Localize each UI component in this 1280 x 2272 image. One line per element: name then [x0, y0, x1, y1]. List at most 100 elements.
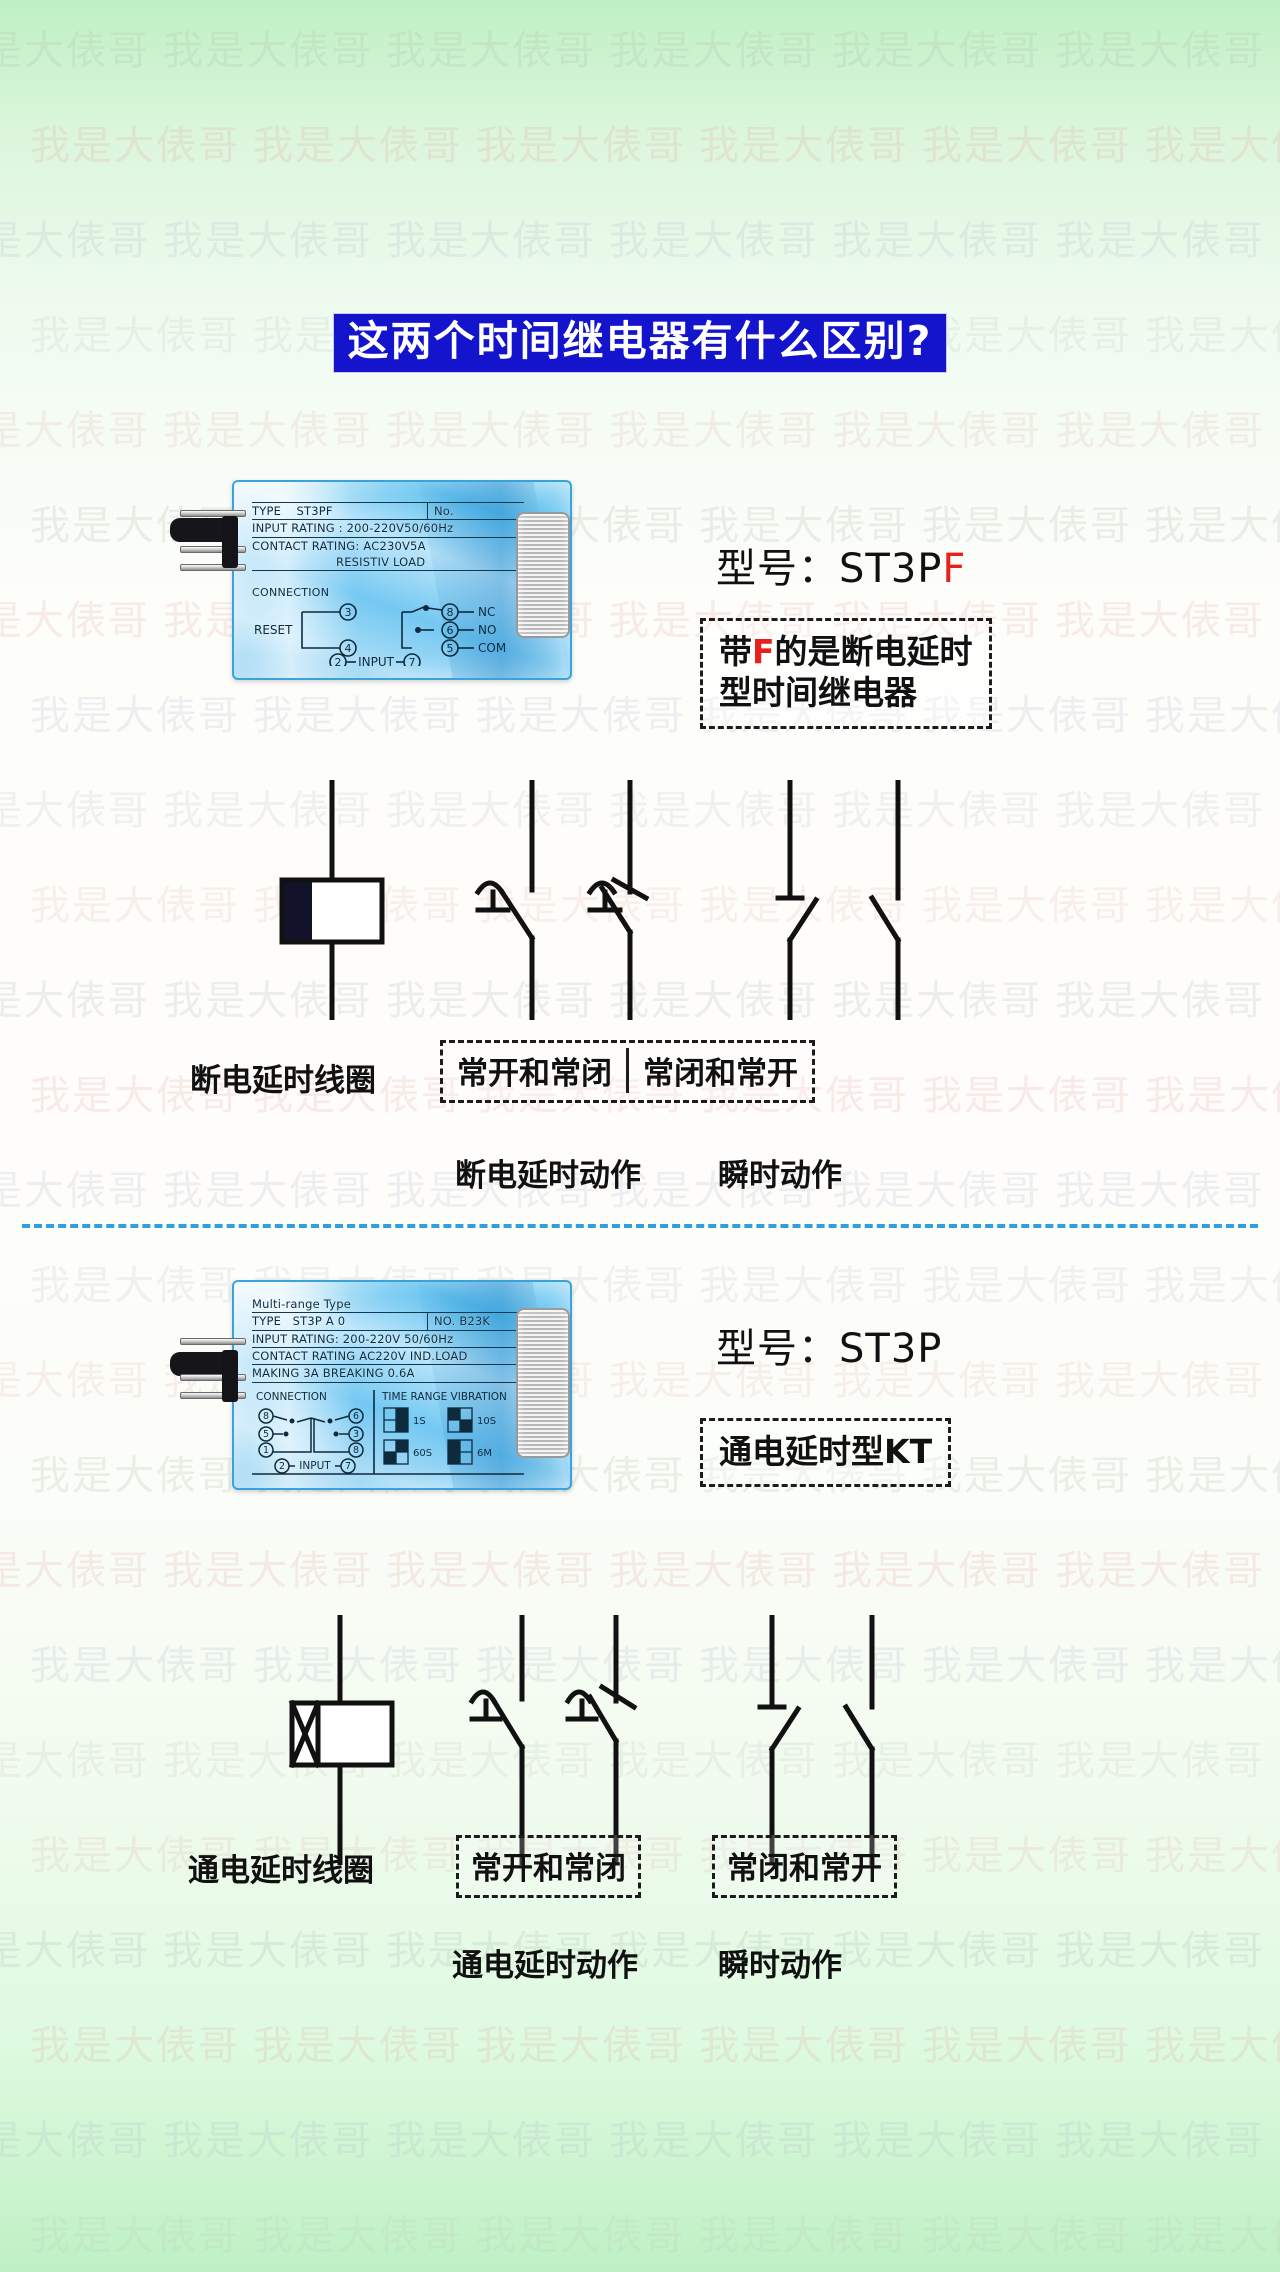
watermark-text: 我是大俵哥 [386, 28, 596, 74]
watermark-text: 我是大俵哥 [0, 598, 150, 644]
page-title-text: 这两个时间继电器有什么区别? [332, 313, 948, 374]
watermark-text: 我是大俵哥 [1055, 1738, 1265, 1784]
relay-pin-black [170, 1352, 228, 1376]
connection-schematic-svg: 3 4 8 6 5 NC NO COM RESET [254, 603, 506, 666]
action-caption-delayed-off: 断电延时动作 [455, 1158, 641, 1194]
nameplate-type-row: TYPE ST3P A 0 NO. B23K [252, 1313, 524, 1331]
nameplate-making-breaking: MAKING 3A BREAKING 0.6A [252, 1365, 524, 1383]
watermark-text: 我是大俵哥 [1055, 1168, 1265, 1214]
watermark-text: 我是大俵哥 [1055, 598, 1265, 644]
watermark-text: 我是大俵哥 [832, 2118, 1042, 2164]
relay-nameplate: TYPE ST3PF No. INPUT RATING : 200-220V50… [252, 502, 524, 572]
watermark-text: 我是大俵哥 [1145, 1073, 1280, 1119]
nc-label: NC [478, 605, 495, 619]
terminal-3-label: 3 [345, 606, 352, 619]
watermark-text: 我是大俵哥 [30, 2213, 240, 2259]
terminal-3-label-2: 3 [353, 1429, 359, 1440]
contact-caption-box-off-delay: 常开和常闭 常闭和常开 [440, 1040, 815, 1103]
watermark-text: 我是大俵哥 [0, 1358, 150, 1404]
watermark-text: 我是大俵哥 [1145, 1833, 1280, 1879]
nameplate-load: RESISTIV LOAD [252, 554, 524, 572]
watermark-text: 我是大俵哥 [1145, 123, 1280, 169]
time-range-label-1s: 1S [413, 1416, 426, 1427]
coil-caption-on-delay: 通电延时线圈 [188, 1853, 374, 1889]
relay-connection-diagram: CONNECTION [252, 586, 524, 666]
nameplate-serial-label: No. [434, 504, 454, 518]
watermark-text: 我是大俵哥 [1145, 2023, 1280, 2069]
watermark-text: 我是大俵哥 [922, 1453, 1132, 1499]
terminal-5-label: 5 [447, 642, 454, 655]
terminal-8-label: 8 [447, 606, 454, 619]
watermark-text: 我是大俵哥 [0, 218, 150, 264]
watermark-text: 我是大俵哥 [1145, 883, 1280, 929]
watermark-text: 我是大俵哥 [163, 1928, 373, 1974]
relay-side-block [222, 1350, 238, 1402]
watermark-text: 我是大俵哥 [253, 2023, 463, 2069]
section-divider [22, 1224, 1258, 1228]
watermark-text: 我是大俵哥 [1145, 693, 1280, 739]
input-label-2: INPUT [299, 1460, 331, 1472]
watermark-text: 我是大俵哥 [832, 28, 1042, 74]
watermark-text: 我是大俵哥 [922, 2213, 1132, 2259]
watermark-text: 我是大俵哥 [0, 408, 150, 454]
relay-pin [180, 1338, 246, 1345]
terminal-4-label: 4 [345, 642, 352, 655]
model-label-st3p: 型号：ST3P [716, 1316, 942, 1374]
watermark-text: 我是大俵哥 [386, 408, 596, 454]
watermark-text: 我是大俵哥 [832, 218, 1042, 264]
relay-connection-diagram: CONNECTION TIME RANGE VIBRATION [252, 1390, 524, 1476]
action-caption-delayed-on: 通电延时动作 [452, 1948, 638, 1984]
relay-pin [180, 546, 246, 553]
note-line-1-2: 通电延时型KT [719, 1432, 933, 1471]
watermark-text: 我是大俵哥 [386, 218, 596, 264]
nameplate-type-row: TYPE ST3PF No. [252, 502, 524, 521]
watermark-text: 我是大俵哥 [0, 1168, 150, 1214]
watermark-text: 我是大俵哥 [699, 2023, 909, 2069]
watermark-text: 我是大俵哥 [699, 2213, 909, 2259]
contact-caption-box-left-on: 常开和常闭 [456, 1835, 641, 1898]
relay-pin-group [170, 510, 246, 582]
model-value: ST3P [839, 546, 943, 592]
watermark-text: 我是大俵哥 [609, 218, 819, 264]
watermark-text: 我是大俵哥 [922, 1833, 1132, 1879]
relay-pin [180, 1374, 246, 1381]
watermark-text: 我是大俵哥 [30, 1643, 240, 1689]
contact-caption-box-right-on: 常闭和常开 [712, 1835, 897, 1898]
watermark-text: 我是大俵哥 [253, 2213, 463, 2259]
time-range-label-10s: 10S [477, 1416, 496, 1427]
symbol-group-on-delay [250, 1612, 950, 1868]
no-label: NO [478, 623, 496, 637]
nameplate-type: TYPE ST3P A 0 [252, 1313, 428, 1330]
watermark-text: 我是大俵哥 [163, 28, 373, 74]
terminal-6-label-2: 6 [353, 1411, 359, 1422]
coil-caption-off-delay: 断电延时线圈 [190, 1063, 376, 1099]
com-label: COM [478, 641, 506, 655]
watermark-text: 我是大俵哥 [1055, 408, 1265, 454]
watermark-text: 我是大俵哥 [0, 1548, 150, 1594]
terminal-8-label-2: 8 [263, 1411, 269, 1422]
relay-pin [180, 510, 246, 517]
note-line-2: 型时间继电器 [719, 673, 917, 713]
relay-body: Multi-range Type TYPE ST3P A 0 NO. B23K … [232, 1280, 572, 1490]
watermark-text: 我是大俵哥 [832, 408, 1042, 454]
terminal-7-label: 7 [409, 656, 416, 666]
connection-schematic-svg-2: CONNECTION TIME RANGE VIBRATION [252, 1390, 524, 1475]
watermark-text: 我是大俵哥 [163, 1168, 373, 1214]
watermark-text: 我是大俵哥 [922, 1643, 1132, 1689]
nameplate-contact-rating: CONTACT RATING: AC230V5A [252, 538, 426, 553]
symbols-svg-off-delay [279, 777, 902, 1023]
watermark-text: 我是大俵哥 [922, 123, 1132, 169]
watermark-text: 我是大俵哥 [30, 883, 240, 929]
watermark-text: 我是大俵哥 [609, 28, 819, 74]
model-prefix: 型号： [716, 546, 839, 592]
timer-dial-knob[interactable] [516, 1308, 570, 1458]
action-caption-instant-on: 瞬时动作 [718, 1948, 842, 1984]
watermark-text: 我是大俵哥 [1055, 788, 1265, 834]
timer-dial-knob[interactable] [516, 512, 570, 638]
